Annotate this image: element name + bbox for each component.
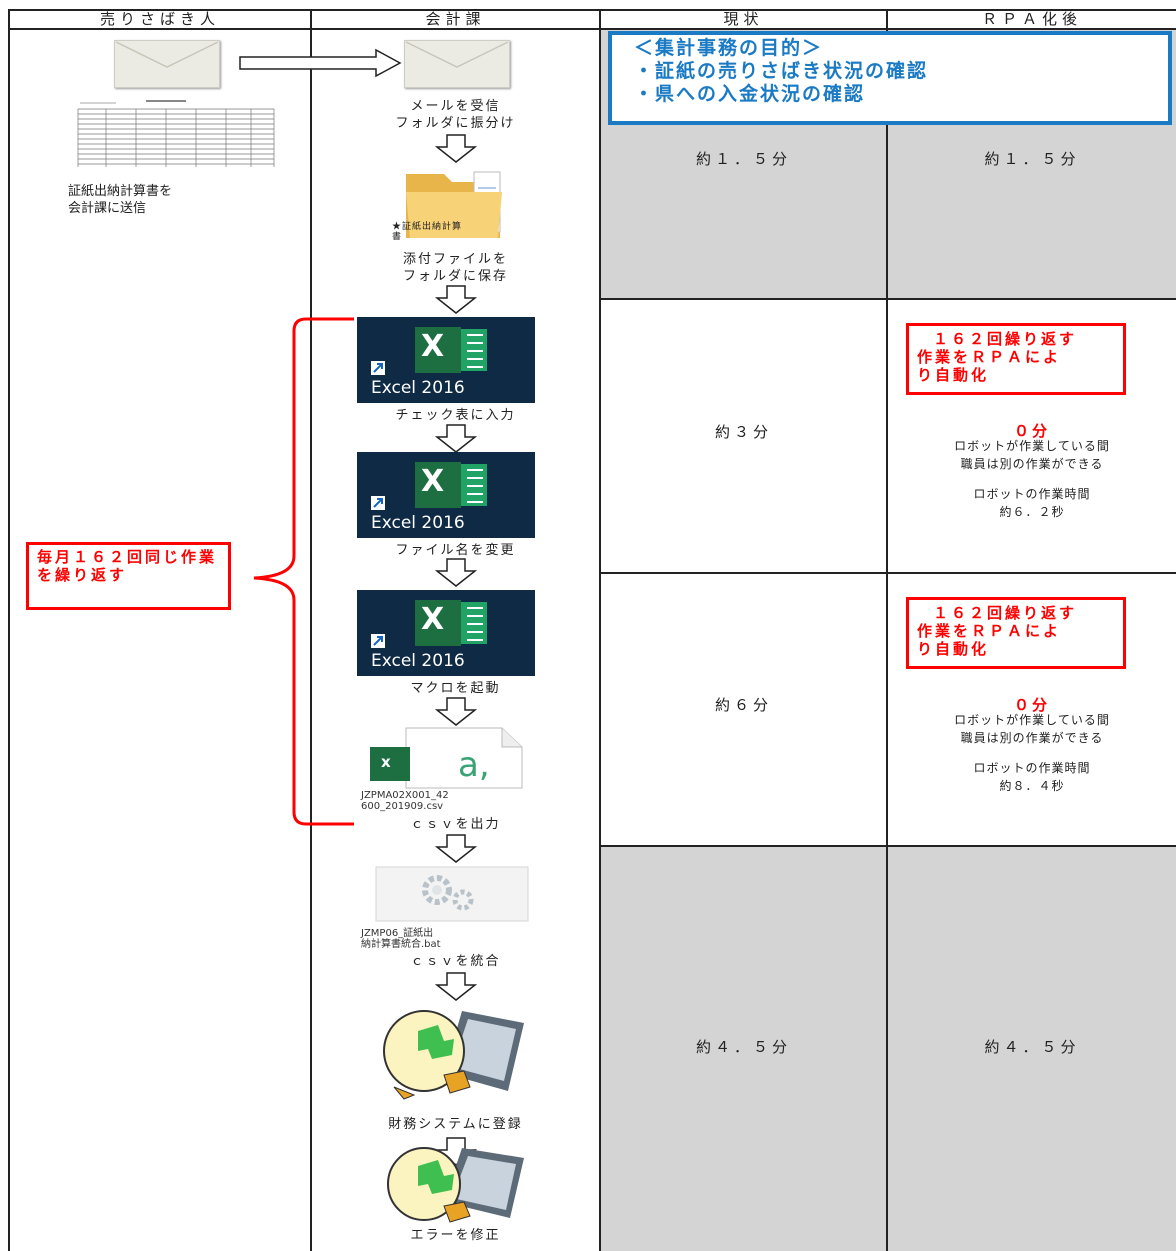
repeat-note: 毎月１６２回同じ作業を繰り返す bbox=[26, 542, 231, 610]
step-csv-merge-caption: ｃｓｖを統合 bbox=[312, 953, 599, 970]
step-receive-caption: メールを受信 フォルダに振分け bbox=[312, 98, 599, 132]
repeat-bracket bbox=[244, 316, 364, 832]
seller-caption: 証紙出納計算書を 会計課に送信 bbox=[68, 183, 172, 217]
current-time-1: 約１．５分 bbox=[601, 148, 886, 169]
step-rename-caption: ファイル名を変更 bbox=[312, 542, 599, 559]
step-register-caption: 財務システムに登録 bbox=[312, 1116, 599, 1133]
step-csv-output-caption: ｃｓｖを出力 bbox=[312, 816, 599, 833]
rpa-time-4: 約４．５分 bbox=[888, 1036, 1176, 1057]
seller-envelope-icon bbox=[114, 40, 220, 88]
header-accounting: 会計課 bbox=[312, 10, 599, 28]
rpa-automation-box-2: １６２回繰り返す 作業をＲＰＡによ り自動化 bbox=[906, 597, 1126, 669]
step-macro-caption: マクロを起動 bbox=[312, 680, 599, 697]
person-computer-icon bbox=[374, 1142, 534, 1228]
purpose-title: ＜集計事務の目的＞ bbox=[634, 37, 1168, 60]
rpa-note-1: ロボットが作業している間 職員は別の作業ができる ロボットの作業時間 約６．２秒 bbox=[888, 437, 1176, 521]
step-save-caption: 添付ファイルを フォルダに保存 bbox=[312, 251, 599, 285]
step-fix-errors-caption: エラーを修正 bbox=[312, 1227, 599, 1244]
flow-arrow-icon bbox=[435, 558, 477, 588]
purpose-box: ＜集計事務の目的＞ ・証紙の売りさばき状況の確認 ・県への入金状況の確認 bbox=[608, 31, 1172, 125]
row-border-1 bbox=[599, 298, 1176, 300]
excel-icon: X Excel 2016 bbox=[357, 452, 535, 538]
col-border-0 bbox=[8, 10, 10, 1251]
excel-icon: X Excel 2016 bbox=[357, 590, 535, 676]
header-bottom-border bbox=[8, 28, 1176, 30]
purpose-item-1: ・証紙の売りさばき状況の確認 bbox=[634, 60, 1168, 83]
send-arrow-icon bbox=[238, 48, 404, 82]
flow-arrow-icon bbox=[435, 134, 477, 164]
flow-arrow-icon bbox=[435, 972, 477, 1002]
rpa-automation-box-1: １６２回繰り返す 作業をＲＰＡによ り自動化 bbox=[906, 323, 1126, 395]
current-time-3: 約６分 bbox=[601, 694, 886, 715]
excel-icon: X Excel 2016 bbox=[357, 317, 535, 403]
flow-arrow-icon bbox=[435, 834, 477, 864]
header-seller: 売りさばき人 bbox=[10, 10, 310, 28]
flow-arrow-icon bbox=[435, 285, 477, 315]
csv-file-icon: x a, bbox=[366, 727, 526, 793]
row-border-3 bbox=[599, 845, 1176, 847]
flow-arrow-icon bbox=[435, 697, 477, 727]
current-time-4: 約４．５分 bbox=[601, 1036, 886, 1057]
step-check-input-caption: チェック表に入力 bbox=[312, 407, 599, 424]
person-computer-icon bbox=[374, 1003, 534, 1105]
batch-file-name: JZMP06_証紙出 納計算書統合.bat bbox=[361, 928, 441, 950]
flow-arrow-icon bbox=[435, 424, 477, 454]
received-envelope-icon bbox=[404, 40, 510, 88]
batch-file-icon bbox=[375, 866, 529, 926]
col-border-2 bbox=[599, 10, 601, 1251]
rpa-note-2: ロボットが作業している間 職員は別の作業ができる ロボットの作業時間 約８．４秒 bbox=[888, 711, 1176, 795]
spreadsheet-thumbnail-icon bbox=[76, 97, 276, 169]
header-rpa: ＲＰＡ化後 bbox=[888, 10, 1176, 28]
rpa-time-1: 約１．５分 bbox=[888, 148, 1176, 169]
csv-file-name: JZPMA02X001_42 600_201909.csv bbox=[361, 790, 449, 812]
folder-label: ★証紙出納計算 書 bbox=[392, 222, 462, 242]
purpose-item-2: ・県への入金状況の確認 bbox=[634, 83, 1168, 106]
col-border-3 bbox=[886, 10, 888, 1251]
row-border-2 bbox=[599, 572, 1176, 574]
current-time-2: 約３分 bbox=[601, 421, 886, 442]
header-current: 現状 bbox=[601, 10, 886, 28]
